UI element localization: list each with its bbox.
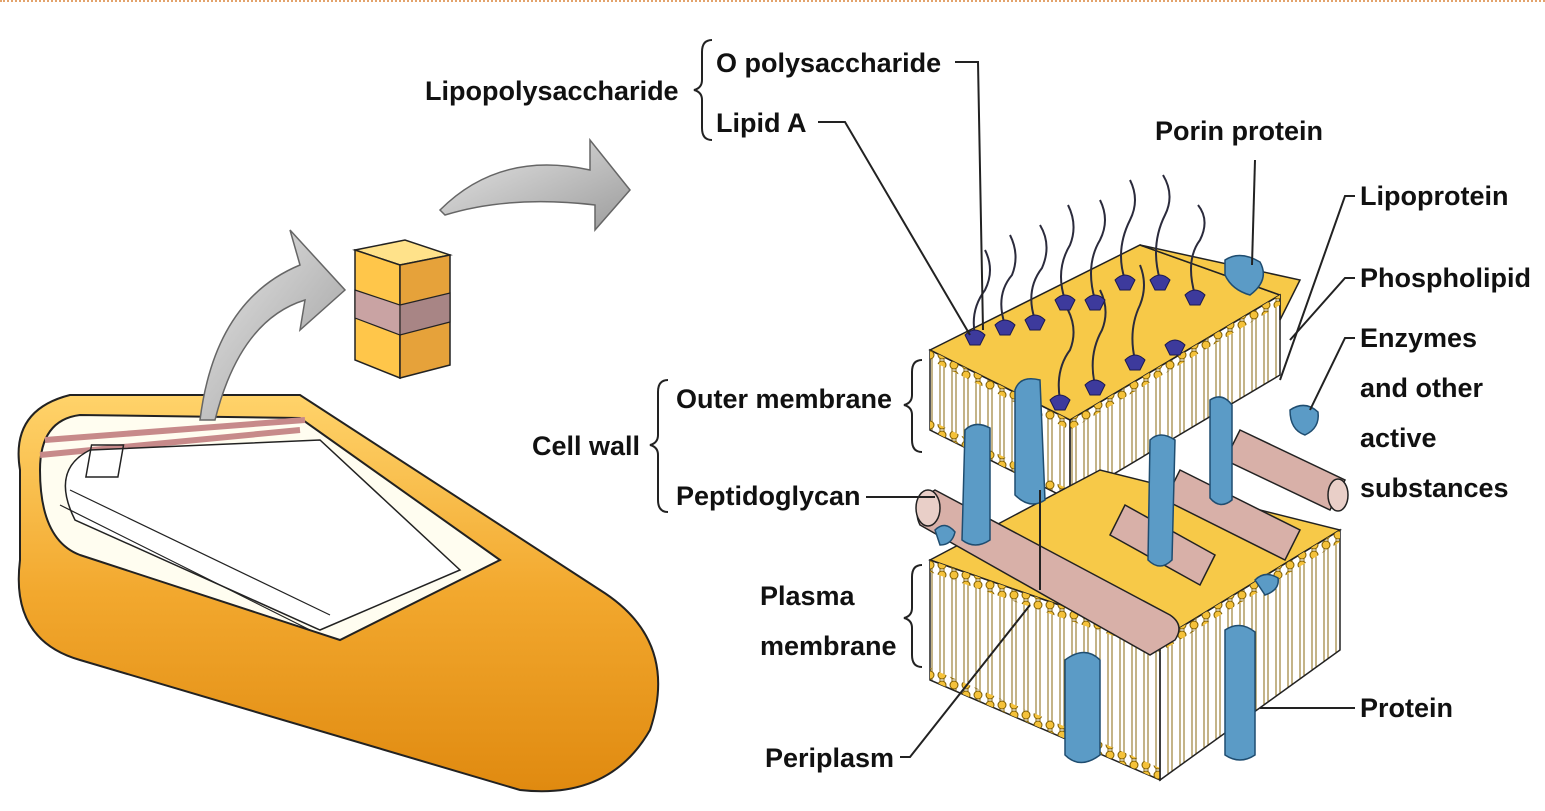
plasma-membrane-brace [904,565,922,667]
label-porin-protein: Porin protein [1155,116,1323,146]
label-periplasm: Periplasm [765,743,894,773]
lps-brace [694,40,712,140]
label-enzymes-line3: active [1360,423,1437,453]
label-enzymes-line2: and other [1360,373,1483,403]
label-lipoprotein: Lipoprotein [1360,181,1508,211]
envelope-cube [355,240,450,378]
cell-wall-brace [650,380,668,512]
label-phospholipid: Phospholipid [1360,263,1531,293]
label-plasma-line1: Plasma [760,581,856,611]
label-enzymes-line4: substances [1360,473,1509,503]
label-protein: Protein [1360,693,1453,723]
label-lipopolysaccharide: Lipopolysaccharide [425,76,679,106]
label-peptidoglycan: Peptidoglycan [676,481,861,511]
label-outer-membrane: Outer membrane [676,384,892,414]
label-enzymes-line1: Enzymes [1360,323,1477,353]
label-cell-wall: Cell wall [532,431,640,461]
membrane-block [916,175,1348,780]
label-lipid-a: Lipid A [716,108,806,138]
label-plasma-line2: membrane [760,631,897,661]
zoom-arrow-2 [440,140,630,230]
label-o-polysaccharide: O polysaccharide [716,48,941,78]
outer-membrane-brace [904,360,922,452]
zoom-arrow-1 [200,230,345,420]
